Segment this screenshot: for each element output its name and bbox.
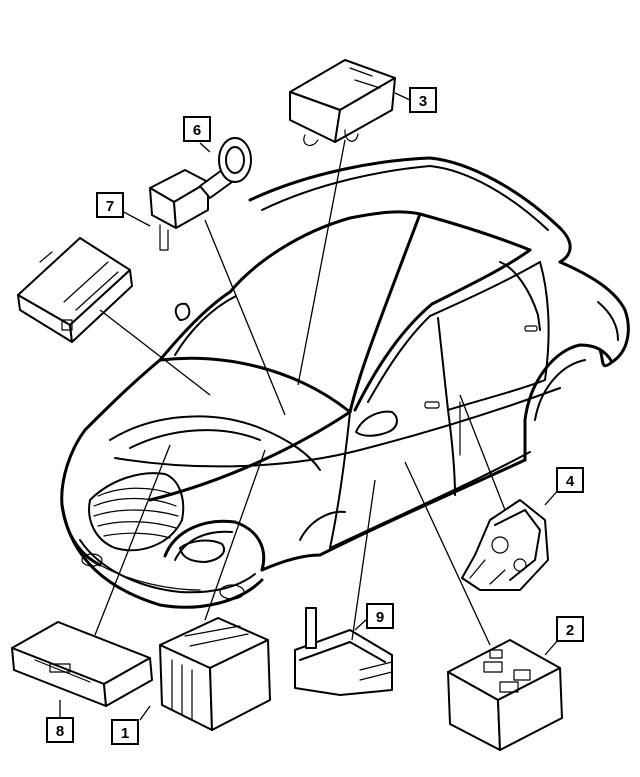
callout-4: 4 <box>556 467 584 493</box>
vehicle-body <box>60 156 630 609</box>
callout-3-label: 3 <box>419 93 427 110</box>
part-1-module <box>159 617 271 731</box>
part-8-module <box>11 621 153 707</box>
callout-7-label: 7 <box>106 198 114 215</box>
callout-9: 9 <box>366 603 394 629</box>
callout-7: 7 <box>96 192 124 218</box>
callout-8: 8 <box>46 717 74 743</box>
leader-lines <box>59 92 561 721</box>
callout-4-label: 4 <box>566 473 575 490</box>
part-4-door-latch <box>461 499 549 591</box>
callout-6-label: 6 <box>193 122 201 139</box>
part-3-module <box>289 59 396 147</box>
callout-1-label: 1 <box>121 725 129 742</box>
callout-8-label: 8 <box>56 723 64 740</box>
part-6-ignition-switch <box>149 137 252 251</box>
callout-6: 6 <box>183 116 211 142</box>
callout-1: 1 <box>111 719 139 745</box>
callout-3: 3 <box>409 87 437 113</box>
callout-9-label: 9 <box>376 609 384 626</box>
part-2-module <box>447 639 563 751</box>
callout-2: 2 <box>556 616 584 642</box>
part-7-module <box>17 237 133 343</box>
callout-2-label: 2 <box>566 622 574 639</box>
part-9-sensor <box>294 607 393 696</box>
